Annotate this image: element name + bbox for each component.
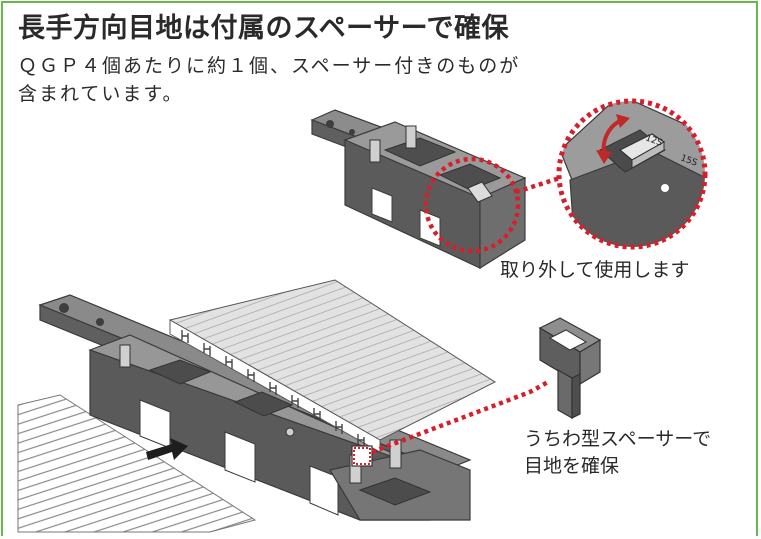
uchiwa-spacer [538, 317, 602, 420]
callout-spacer-label: うちわ型スペーサーで 目地を確保 [524, 426, 711, 480]
zoom-detail: 12S 15S [556, 98, 708, 250]
callout-spacer-line-1: うちわ型スペーサーで [524, 428, 712, 450]
description: ＱＧＰ４個あたりに約１個、スペーサー付きのものが 含まれています。 [18, 52, 520, 108]
deck-board-upper [168, 279, 497, 453]
deck-boards-lower [17, 394, 257, 533]
page-title: 長手方向目地は付属のスペーサーで確保 [18, 13, 509, 44]
callout-circle-small [423, 156, 521, 254]
callout-circle-zoom [556, 98, 708, 250]
callout-remove-label: 取り外して使用します [500, 259, 690, 281]
callout-leader-bottom [371, 380, 550, 455]
pedestal-bottom [38, 294, 472, 521]
pedestal-top [310, 109, 527, 270]
arrow-right-icon [146, 438, 188, 460]
callout-spacer-line-2: 目地を確保 [524, 455, 620, 477]
description-line-1: ＱＧＰ４個あたりに約１個、スペーサー付きのものが [18, 55, 521, 77]
description-line-2: 含まれています。 [18, 83, 184, 105]
spacer-in-joint [351, 445, 373, 467]
